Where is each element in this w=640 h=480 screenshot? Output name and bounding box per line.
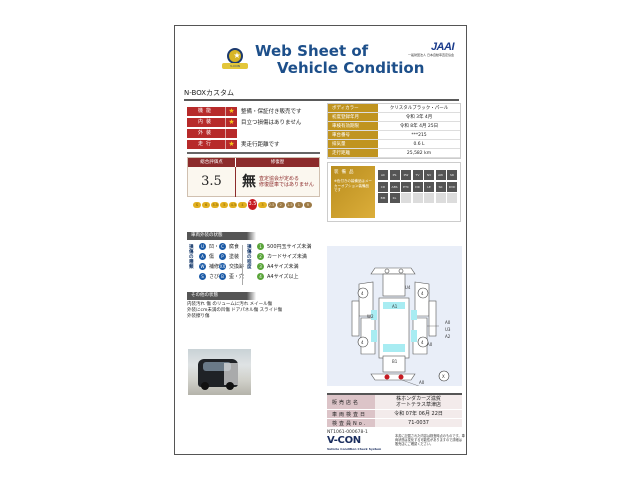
divider [187, 152, 320, 154]
vehicle-model: N-BOXカスタム [184, 89, 235, 97]
equipment-grid: AC PS PW TV NV AW SR CD ABS ETC DR LE SK… [375, 166, 457, 218]
svg-text:X: X [442, 374, 445, 379]
divider [184, 99, 459, 101]
eval-row-mileage: 走行 ★ 実走行距離です [187, 139, 319, 149]
equipment-panel: 装備品 ※色付きの装備品はメーカーオプション装備品です AC PS PW TV … [327, 162, 461, 222]
grade-scale: S 6 5.5 5 4.5 4 3.5 3 2.5 2 1.5 1 R [193, 199, 313, 210]
vcon-logo: V-CON [327, 435, 361, 446]
eval-row-function: 機能 ★ 整備・保証付き販売です [187, 106, 319, 116]
star-icon: ★ [225, 139, 237, 149]
page-title: Web Sheet of Vehicle Condition [255, 42, 425, 77]
svg-text:W2: W2 [367, 314, 374, 319]
other-condition-notes: 内装汚れ 傷 のリュームに汚れ メイール傷 外装にcm未満の凹傷 ドアパネル傷 … [187, 302, 283, 319]
svg-text:U3: U3 [445, 327, 451, 332]
eval-row-exterior: 外装 [187, 128, 319, 138]
svg-text:A2: A2 [445, 334, 451, 339]
jaai-logo: JAAI 一般財団法人 日本自動車査定協会 [408, 41, 454, 57]
footer-note: 本書に記載された内容は検査時点のものです。車両状態は変化する可能性がありますので… [395, 434, 465, 446]
svg-text:U4: U4 [405, 285, 411, 290]
svg-text:4: 4 [421, 291, 424, 296]
vehicle-photo [188, 349, 251, 395]
vehicle-damage-diagram: U4 A1 W2 B1 A0 U3 A2 A0 A0 X 4 4 4 4 [327, 246, 462, 386]
evaluation-table: 機能 ★ 整備・保証付き販売です 内装 ★ 目立つ損傷はありません 外装 走行 … [187, 106, 319, 150]
car-diagram-icon: U4 A1 W2 B1 A0 U3 A2 A0 A0 X 4 4 4 4 [351, 267, 451, 386]
star-icon: ★ [225, 106, 237, 116]
vcon-subtitle: Vehicle Condition Check System [327, 447, 382, 451]
svg-text:4: 4 [421, 340, 424, 345]
condition-sheet: ★ V-CON Web Sheet of Vehicle Condition J… [174, 25, 467, 455]
dealer-table: 販売店名 株ホンダカーズ滋賀オートテラス草津店 車両検査日 令和 07年 06月… [327, 393, 462, 428]
svg-text:A0: A0 [445, 320, 451, 325]
section-header-other: その他の状態 [187, 292, 320, 300]
sheet-code: NT1061-000678-1 [327, 430, 368, 435]
eval-row-interior: 内装 ★ 目立つ損傷はありません [187, 117, 319, 127]
svg-text:A0: A0 [419, 380, 425, 385]
svg-text:A1: A1 [392, 304, 398, 309]
active-grade: 3.5 [247, 199, 258, 210]
svg-text:4: 4 [361, 340, 364, 345]
repair-status: 無 [242, 174, 256, 190]
section-header-exterior: 車両外装の状態 [187, 232, 320, 240]
total-score: 3.5 [188, 167, 236, 197]
svg-text:A0: A0 [427, 342, 433, 347]
svg-text:4: 4 [361, 291, 364, 296]
star-icon [225, 128, 237, 138]
svg-text:B1: B1 [392, 359, 398, 364]
score-box: 総合評価点 修復歴 3.5 無 査定協会が定める 修復歴車ではありません [187, 157, 320, 197]
vcon-emblem-icon: ★ V-CON [222, 48, 248, 70]
spec-table: ボディカラークリスタルブラック・パール 初度登録年月令和 3年 4月 車検有効期… [327, 103, 461, 159]
star-icon: ★ [225, 117, 237, 127]
